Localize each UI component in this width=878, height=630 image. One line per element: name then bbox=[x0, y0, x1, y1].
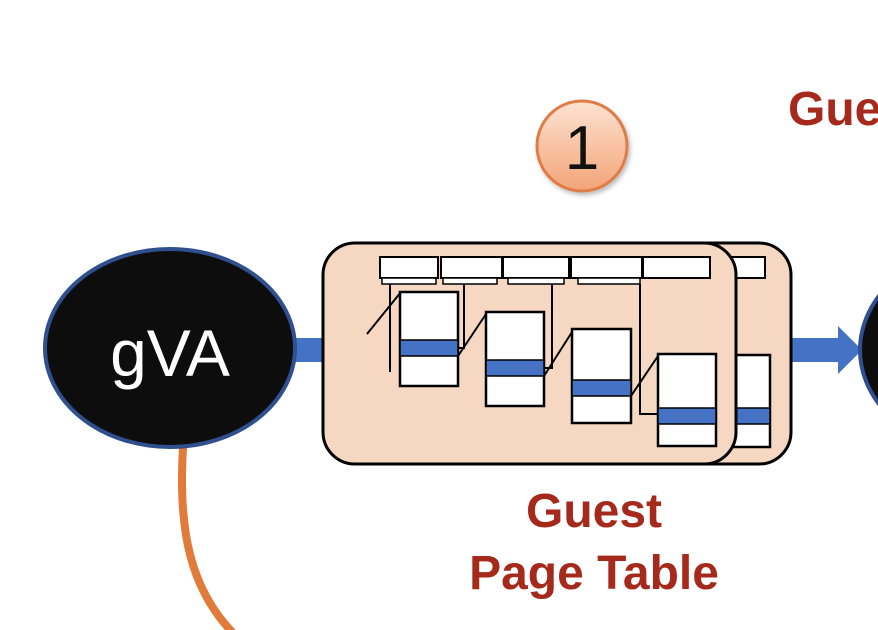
guest-page-table-front bbox=[321, 241, 738, 466]
table-level-4 bbox=[630, 284, 718, 448]
table-level-1 bbox=[366, 284, 460, 388]
gva-node-label: gVA bbox=[110, 316, 230, 390]
step-badge bbox=[535, 99, 629, 193]
next-node bbox=[858, 293, 878, 407]
gva-node bbox=[43, 247, 297, 449]
guest-label-top: Gue bbox=[788, 83, 878, 136]
guest-page-table-label-line2: Page Table bbox=[469, 547, 719, 600]
arrow-table-to-next bbox=[790, 326, 862, 374]
table-level-2 bbox=[457, 284, 546, 408]
guest-page-table-label-line1: Guest bbox=[525, 485, 663, 538]
cr3-register-row bbox=[379, 256, 711, 285]
table-level-3 bbox=[543, 284, 633, 425]
orange-connector-curve bbox=[177, 444, 236, 630]
step-badge-label: 1 bbox=[565, 114, 599, 183]
